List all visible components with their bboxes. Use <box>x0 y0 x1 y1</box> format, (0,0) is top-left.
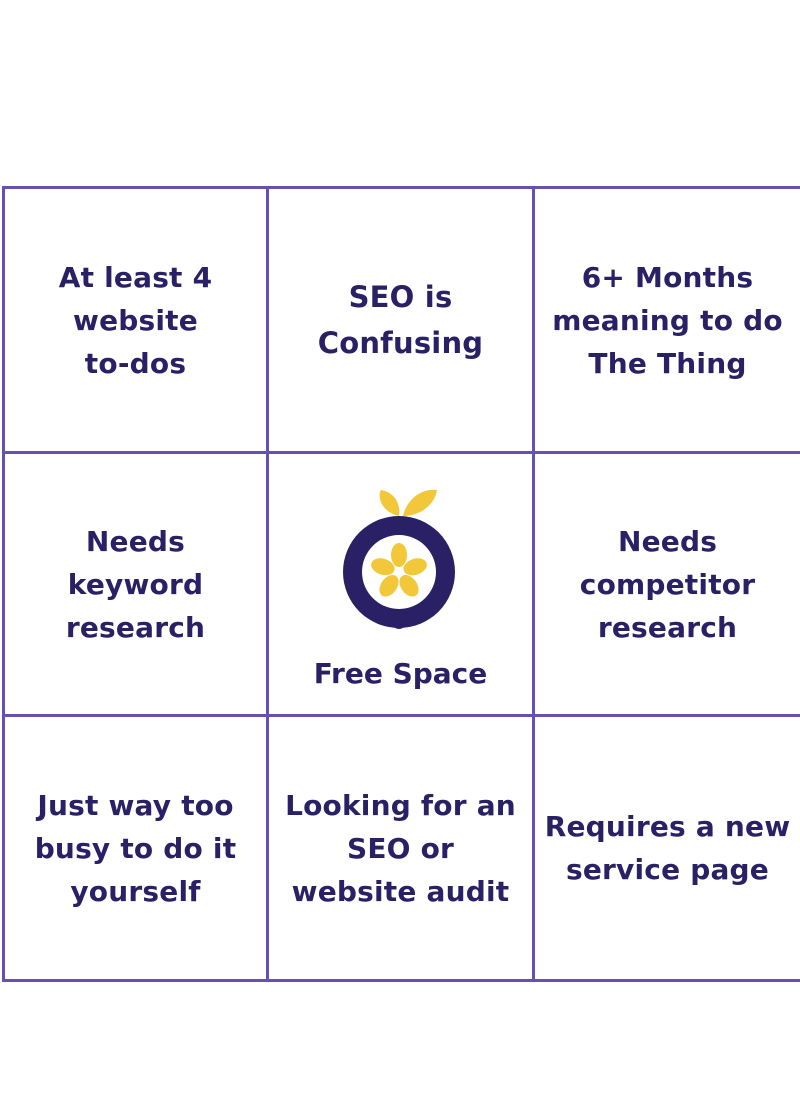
lemon-slice-logo-icon <box>343 489 455 629</box>
grid-line-bottom <box>2 979 800 982</box>
cell-text: 6+ Months meaning to do The Thing <box>552 260 783 380</box>
cell-text: SEO is Confusing <box>317 280 484 360</box>
cell-text: Looking for an SEO or website audit <box>285 788 516 908</box>
cell-text: Requires a new service page <box>544 810 791 886</box>
cell-text: Needs competitor research <box>579 524 756 644</box>
grid-line-col-2 <box>532 186 535 982</box>
bingo-cell: Requires a new service page <box>535 717 800 979</box>
bingo-cell: SEO is Confusing <box>269 189 532 451</box>
cell-text: At least 4 website to-dos <box>58 260 213 380</box>
bingo-cell: Just way too busy to do it yourself <box>5 717 266 979</box>
cell-text: Just way too busy to do it yourself <box>34 788 237 908</box>
grid-line-row-1 <box>2 451 800 454</box>
grid-line-row-2 <box>2 714 800 717</box>
bingo-cell: Looking for an SEO or website audit <box>269 717 532 979</box>
bingo-cell: Needs competitor research <box>535 454 800 714</box>
bingo-cell: At least 4 website to-dos <box>5 189 266 451</box>
bingo-cell: 6+ Months meaning to do The Thing <box>535 189 800 451</box>
bingo-cell: Needs keyword research <box>5 454 266 714</box>
free-space-label: Free Space <box>313 657 488 690</box>
cell-text: Needs keyword research <box>65 524 206 644</box>
grid-line-top <box>2 186 800 189</box>
bingo-board: At least 4 website to-dos SEO is Confusi… <box>2 186 800 982</box>
grid-line-col-1 <box>266 186 269 982</box>
free-space-cell: Free Space <box>269 454 532 714</box>
grid-line-left <box>2 186 5 982</box>
